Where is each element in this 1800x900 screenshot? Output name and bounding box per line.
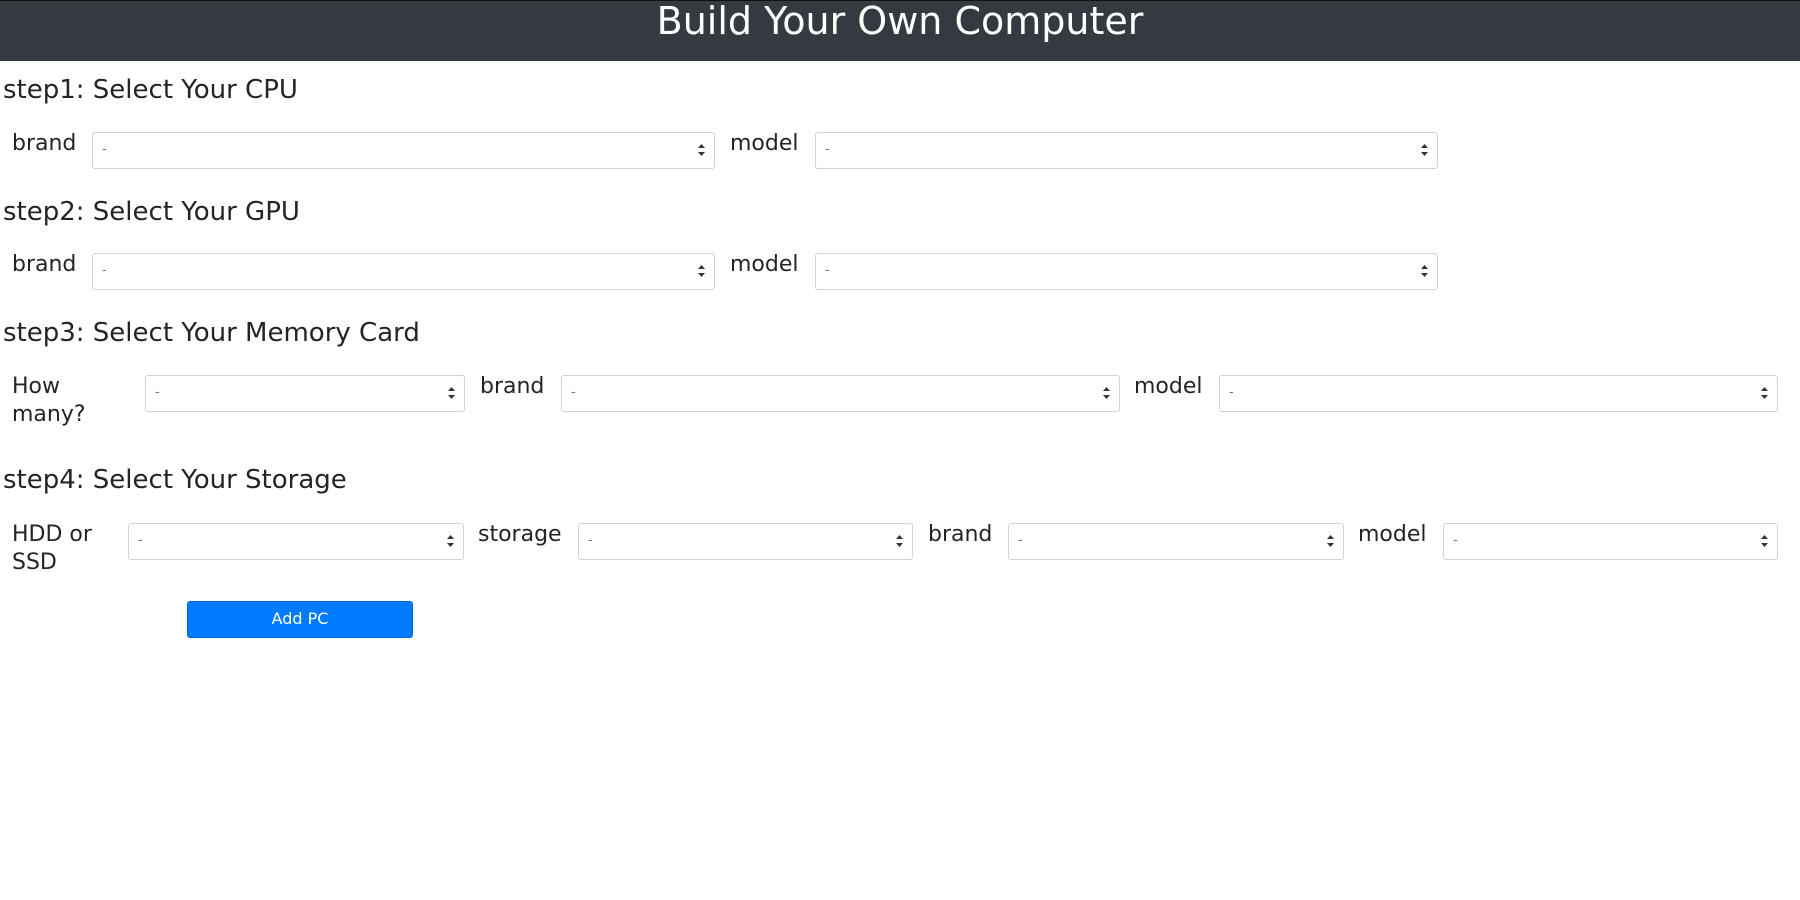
sort-caret-icon xyxy=(698,265,705,277)
memory-brand-select[interactable]: - xyxy=(561,375,1120,412)
memory-model-select[interactable]: - xyxy=(1219,375,1778,412)
storage-model-select[interactable]: - xyxy=(1443,523,1778,560)
gpu-brand-value: - xyxy=(102,263,107,278)
storage-type-value: - xyxy=(138,533,143,548)
add-pc-button[interactable]: Add PC xyxy=(187,601,413,638)
storage-type-select[interactable]: - xyxy=(128,523,464,560)
sort-caret-icon xyxy=(698,144,705,156)
sort-caret-icon xyxy=(1761,535,1768,547)
storage-size-select[interactable]: - xyxy=(578,523,913,560)
memory-count-label-line2: many? xyxy=(12,402,86,427)
memory-model-value: - xyxy=(1229,385,1234,400)
storage-model-value: - xyxy=(1453,533,1458,548)
memory-count-label-line1: How xyxy=(12,374,60,399)
step3-title: step3: Select Your Memory Card xyxy=(3,318,420,348)
sort-caret-icon xyxy=(896,535,903,547)
cpu-model-select[interactable]: - xyxy=(815,132,1438,169)
sort-caret-icon xyxy=(1421,144,1428,156)
storage-type-label-line1: HDD or xyxy=(12,522,92,547)
storage-model-label: model xyxy=(1358,522,1427,547)
storage-brand-select[interactable]: - xyxy=(1008,523,1344,560)
storage-type-label-line2: SSD xyxy=(12,550,57,575)
step2-title: step2: Select Your GPU xyxy=(3,197,300,227)
storage-size-value: - xyxy=(588,533,593,548)
sort-caret-icon xyxy=(1103,387,1110,399)
sort-caret-icon xyxy=(448,387,455,399)
cpu-brand-select[interactable]: - xyxy=(92,132,715,169)
sort-caret-icon xyxy=(1421,265,1428,277)
sort-caret-icon xyxy=(1761,387,1768,399)
page-header: Build Your Own Computer xyxy=(0,0,1800,61)
sort-caret-icon xyxy=(447,535,454,547)
memory-count-value: - xyxy=(155,385,160,400)
gpu-model-value: - xyxy=(825,263,830,278)
gpu-brand-label: brand xyxy=(12,252,77,277)
step1-title: step1: Select Your CPU xyxy=(3,75,298,105)
step4-title: step4: Select Your Storage xyxy=(3,465,347,495)
cpu-model-value: - xyxy=(825,142,830,157)
cpu-brand-label: brand xyxy=(12,131,77,156)
sort-caret-icon xyxy=(1327,535,1334,547)
memory-model-label: model xyxy=(1134,374,1203,399)
memory-count-select[interactable]: - xyxy=(145,375,465,412)
storage-size-label: storage xyxy=(478,522,562,547)
memory-brand-label: brand xyxy=(480,374,545,399)
storage-brand-value: - xyxy=(1018,533,1023,548)
page-title: Build Your Own Computer xyxy=(656,0,1144,43)
memory-brand-value: - xyxy=(571,385,576,400)
cpu-brand-value: - xyxy=(102,142,107,157)
gpu-model-label: model xyxy=(730,252,799,277)
storage-brand-label: brand xyxy=(928,522,993,547)
gpu-brand-select[interactable]: - xyxy=(92,253,715,290)
gpu-model-select[interactable]: - xyxy=(815,253,1438,290)
cpu-model-label: model xyxy=(730,131,799,156)
